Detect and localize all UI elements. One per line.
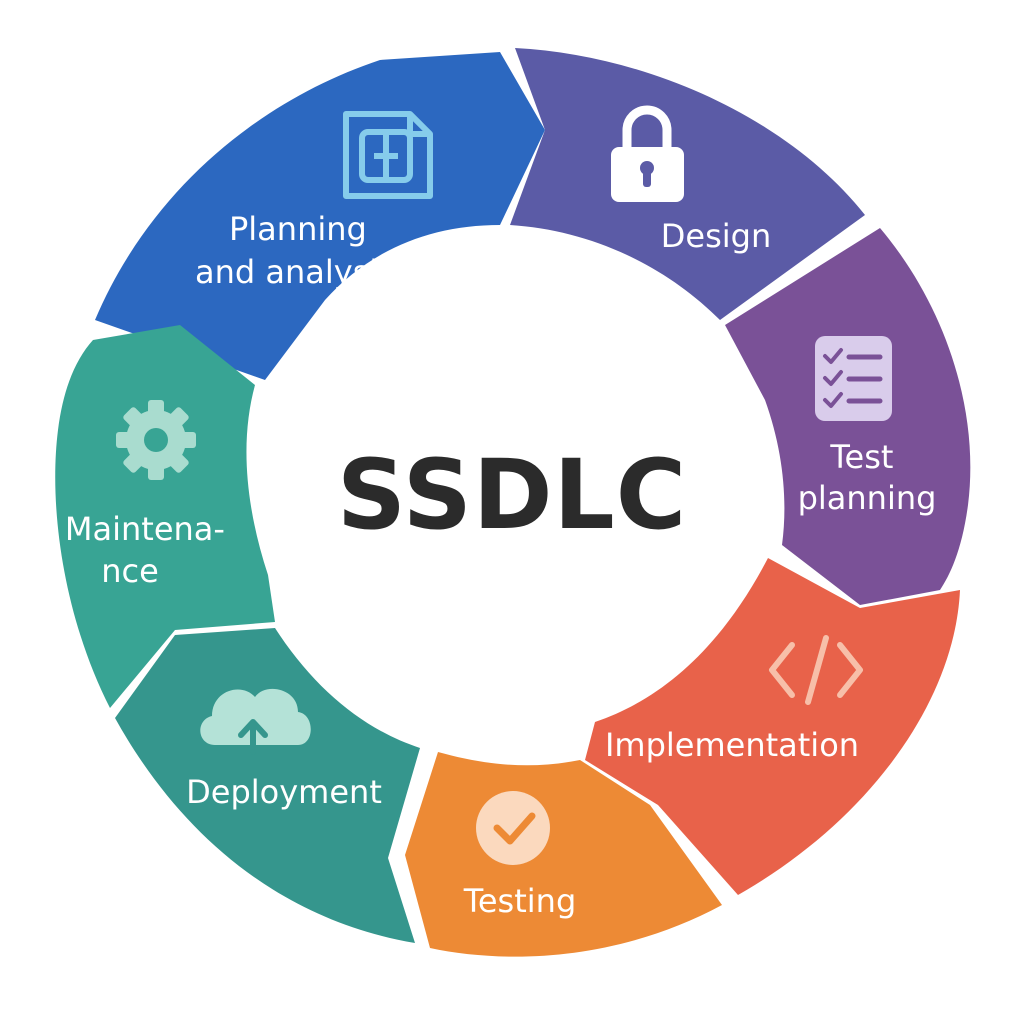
checkmark-circle-icon: [476, 791, 550, 865]
segment-testing-shape: [405, 752, 722, 957]
segment-deployment-line-1: Deployment: [186, 773, 382, 811]
segment-maintenance-line-1: Maintena-: [65, 510, 225, 548]
segment-design-line-1: Design: [661, 217, 771, 255]
segment-planning-line-2: and analysis: [195, 253, 395, 291]
segment-maintenance-line-2: nce: [101, 552, 159, 590]
segment-design-label: Design: [661, 217, 771, 255]
segment-implementation-shape: [585, 558, 960, 895]
code-icon: [769, 635, 863, 705]
segment-implementation-label: Implementation: [605, 726, 859, 764]
segment-implementation: Implementation: [585, 558, 960, 895]
center-title: SSDLC: [337, 439, 687, 551]
segment-testing: Testing: [405, 752, 722, 957]
gear-icon: [116, 400, 196, 480]
segment-planning: Planning and analysis: [95, 52, 545, 380]
segment-test-planning-line-2: planning: [798, 479, 937, 517]
segment-planning-line-1: Planning: [229, 210, 367, 248]
segment-testing-label: Testing: [463, 882, 577, 920]
segment-test-planning: Test planning: [725, 228, 971, 605]
cloud-upload-icon: [200, 688, 311, 755]
segment-deployment: Deployment: [115, 628, 420, 943]
segment-deployment-label: Deployment: [186, 773, 382, 811]
segment-maintenance-label: Maintena- nce: [65, 510, 235, 590]
segment-maintenance-shape: [55, 325, 275, 708]
segment-test-planning-label: Test planning: [798, 438, 937, 517]
padlock-icon: [611, 105, 684, 202]
document-icon: [343, 111, 433, 199]
segment-design: Design: [510, 48, 865, 320]
segment-deployment-shape: [115, 628, 420, 943]
segment-testing-line-1: Testing: [463, 882, 577, 920]
segment-implementation-line-1: Implementation: [605, 726, 859, 764]
segment-design-shape: [510, 48, 865, 320]
segment-planning-label: Planning and analysis: [195, 210, 395, 291]
segment-maintenance: Maintena- nce: [55, 325, 275, 708]
checklist-icon: [815, 336, 892, 421]
segment-test-planning-line-1: Test: [829, 438, 893, 476]
